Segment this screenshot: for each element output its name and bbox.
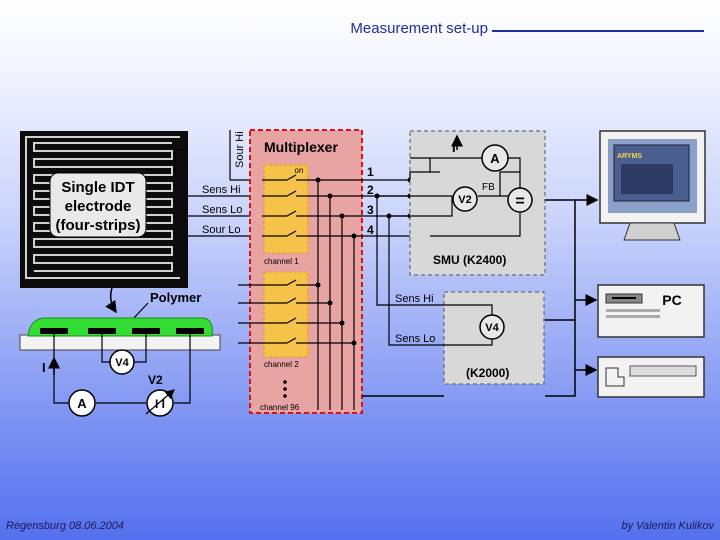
k2000-v4: V4	[485, 322, 499, 334]
multiplexer: Multiplexer on channel 1 channel 2 chann…	[249, 129, 363, 414]
smu-current: I	[452, 140, 456, 155]
smu-label: SMU (K2400)	[433, 253, 506, 267]
multiplexer-title: Multiplexer	[264, 139, 338, 155]
smu-ammeter: A	[490, 151, 500, 166]
multiplexer-on-label: on	[295, 166, 304, 175]
smu-circuit	[409, 157, 521, 237]
footer-author: by Valentin Kulikov	[621, 520, 714, 532]
pc-screen-title: ARYMS	[617, 153, 642, 160]
pc-computer: ARYMS PC	[597, 130, 706, 398]
idt-electrode: Single IDT electrode (four-strips)	[20, 131, 188, 288]
smu-ammeter-icon	[481, 144, 509, 172]
terminal-sour-hi: Sour Hi	[234, 131, 246, 168]
k2000-voltmeter-icon	[479, 314, 505, 340]
footer-location-date: Regensburg 08.06.2004	[6, 520, 125, 532]
terminal-sens-lo: Sens Lo	[202, 204, 242, 216]
sensor-schematic	[53, 334, 191, 404]
smu-source: =	[515, 193, 524, 210]
line-number-4: 4	[367, 223, 374, 237]
smu-fb: FB	[482, 182, 495, 193]
terminal-sour-lo: Sour Lo	[202, 224, 241, 236]
line-number-3: 3	[367, 203, 374, 217]
polymer-sensor	[19, 317, 221, 351]
polymer-label: Polymer	[150, 290, 201, 305]
schematic-v4: V4	[115, 357, 129, 369]
pc-label: PC	[662, 292, 681, 308]
smu-source-icon	[507, 187, 533, 213]
electrode-terminal-wires	[174, 130, 262, 237]
k2000-label: (K2000)	[466, 366, 509, 380]
schematic-ammeter-icon	[68, 389, 96, 417]
electrode-label-2: electrode	[65, 198, 132, 215]
schematic-ammeter: A	[77, 396, 87, 411]
smu-voltmeter-icon	[452, 186, 478, 212]
channel-1-label: channel 1	[264, 257, 299, 266]
k2000-sens-hi: Sens Hi	[395, 293, 434, 305]
schematic-v2: V2	[148, 373, 163, 387]
schematic-source: I I	[155, 397, 165, 411]
k2000-sens-lo: Sens Lo	[395, 333, 435, 345]
channel-2-label: channel 2	[264, 360, 299, 369]
channel-96-label: channel 96	[260, 403, 300, 412]
electrode-label-3: (four-strips)	[56, 217, 141, 234]
electrode-label-1: Single IDT	[61, 179, 134, 196]
line-number-1: 1	[367, 165, 374, 179]
smu-v2: V2	[458, 194, 471, 206]
k2000-instrument: (K2000)	[443, 291, 545, 385]
schematic-voltmeter-icon	[109, 349, 135, 375]
page-title: Measurement set-up	[350, 20, 488, 37]
pc-bus-lines	[362, 199, 576, 397]
k2000-wires	[376, 195, 493, 346]
schematic-current: I	[42, 360, 46, 375]
terminal-sens-hi: Sens Hi	[202, 184, 241, 196]
ellipsis-dots	[283, 380, 287, 398]
line-number-2: 2	[367, 183, 374, 197]
title-underline	[492, 30, 704, 32]
